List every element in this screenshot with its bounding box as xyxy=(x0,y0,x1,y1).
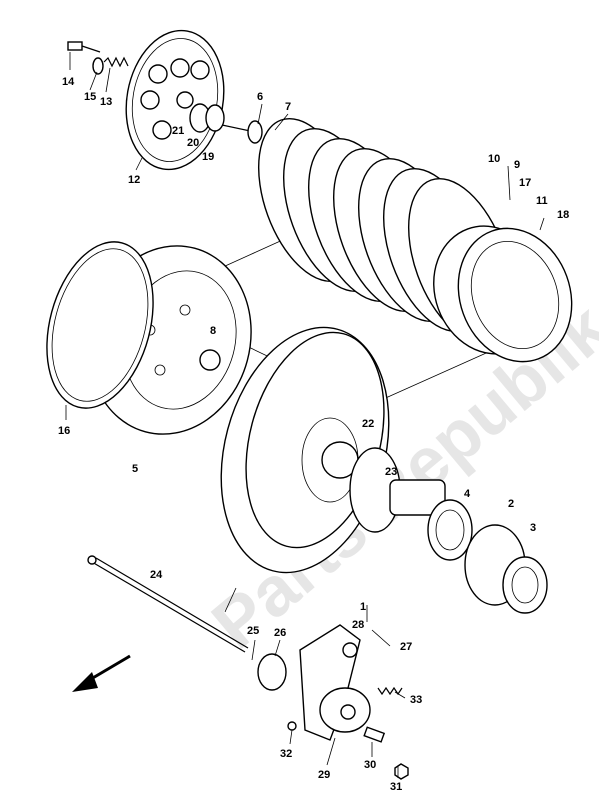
callout-14: 14 xyxy=(62,76,75,88)
callout-28: 28 xyxy=(352,619,364,631)
bolt-14 xyxy=(67,41,101,53)
spring-13 xyxy=(103,56,129,68)
cam-29 xyxy=(319,687,371,733)
callout-2: 2 xyxy=(508,498,514,510)
callout-33: 33 xyxy=(410,694,422,706)
washer-3 xyxy=(502,556,548,614)
callout-19: 19 xyxy=(202,151,214,163)
callout-4: 4 xyxy=(464,488,471,500)
callout-9: 9 xyxy=(514,159,520,171)
washer-15 xyxy=(92,57,104,75)
pin-32 xyxy=(287,721,297,731)
callout-21: 21 xyxy=(172,125,184,137)
callout-8: 8 xyxy=(210,325,216,337)
nut-31 xyxy=(394,763,409,780)
callout-15: 15 xyxy=(84,91,96,103)
spring-33 xyxy=(377,686,403,696)
callout-11: 11 xyxy=(536,195,548,207)
callout-20: 20 xyxy=(187,137,199,149)
callout-10: 10 xyxy=(488,153,500,165)
callout-7: 7 xyxy=(285,101,291,113)
callout-27: 27 xyxy=(400,641,412,653)
callout-30: 30 xyxy=(364,759,376,771)
callout-31: 31 xyxy=(390,781,402,793)
needle-bearing-4 xyxy=(427,499,473,561)
callout-16: 16 xyxy=(58,425,70,437)
release-rod-24 xyxy=(87,555,249,653)
front-direction-arrow xyxy=(72,654,131,692)
plate-16 xyxy=(46,241,154,409)
callout-24: 24 xyxy=(150,569,163,581)
callout-12: 12 xyxy=(128,174,140,186)
callout-22: 22 xyxy=(362,418,374,430)
shaft-bushing xyxy=(389,479,446,516)
callout-32: 32 xyxy=(280,748,292,760)
callout-1: 1 xyxy=(360,601,366,613)
clutch-plate-stack xyxy=(149,117,573,406)
callout-26: 26 xyxy=(274,627,286,639)
callout-labels: 14 15 13 21 20 19 6 7 12 10 9 17 11 18 8… xyxy=(58,76,569,793)
callout-25: 25 xyxy=(247,625,259,637)
bearing-19 xyxy=(205,104,225,132)
callout-3: 3 xyxy=(530,522,536,534)
callout-23: 23 xyxy=(385,466,397,478)
seal-26 xyxy=(257,653,287,691)
callout-5: 5 xyxy=(132,463,138,475)
nut-6 xyxy=(247,120,263,144)
callout-6: 6 xyxy=(257,91,263,103)
pressure-plate xyxy=(125,29,225,171)
bolt-30 xyxy=(363,726,386,743)
callout-29: 29 xyxy=(318,769,330,781)
callout-17: 17 xyxy=(519,177,531,189)
callout-13: 13 xyxy=(100,96,112,108)
primary-driven-gear xyxy=(220,326,401,574)
callout-18: 18 xyxy=(557,209,569,221)
leader-lines xyxy=(65,52,545,778)
